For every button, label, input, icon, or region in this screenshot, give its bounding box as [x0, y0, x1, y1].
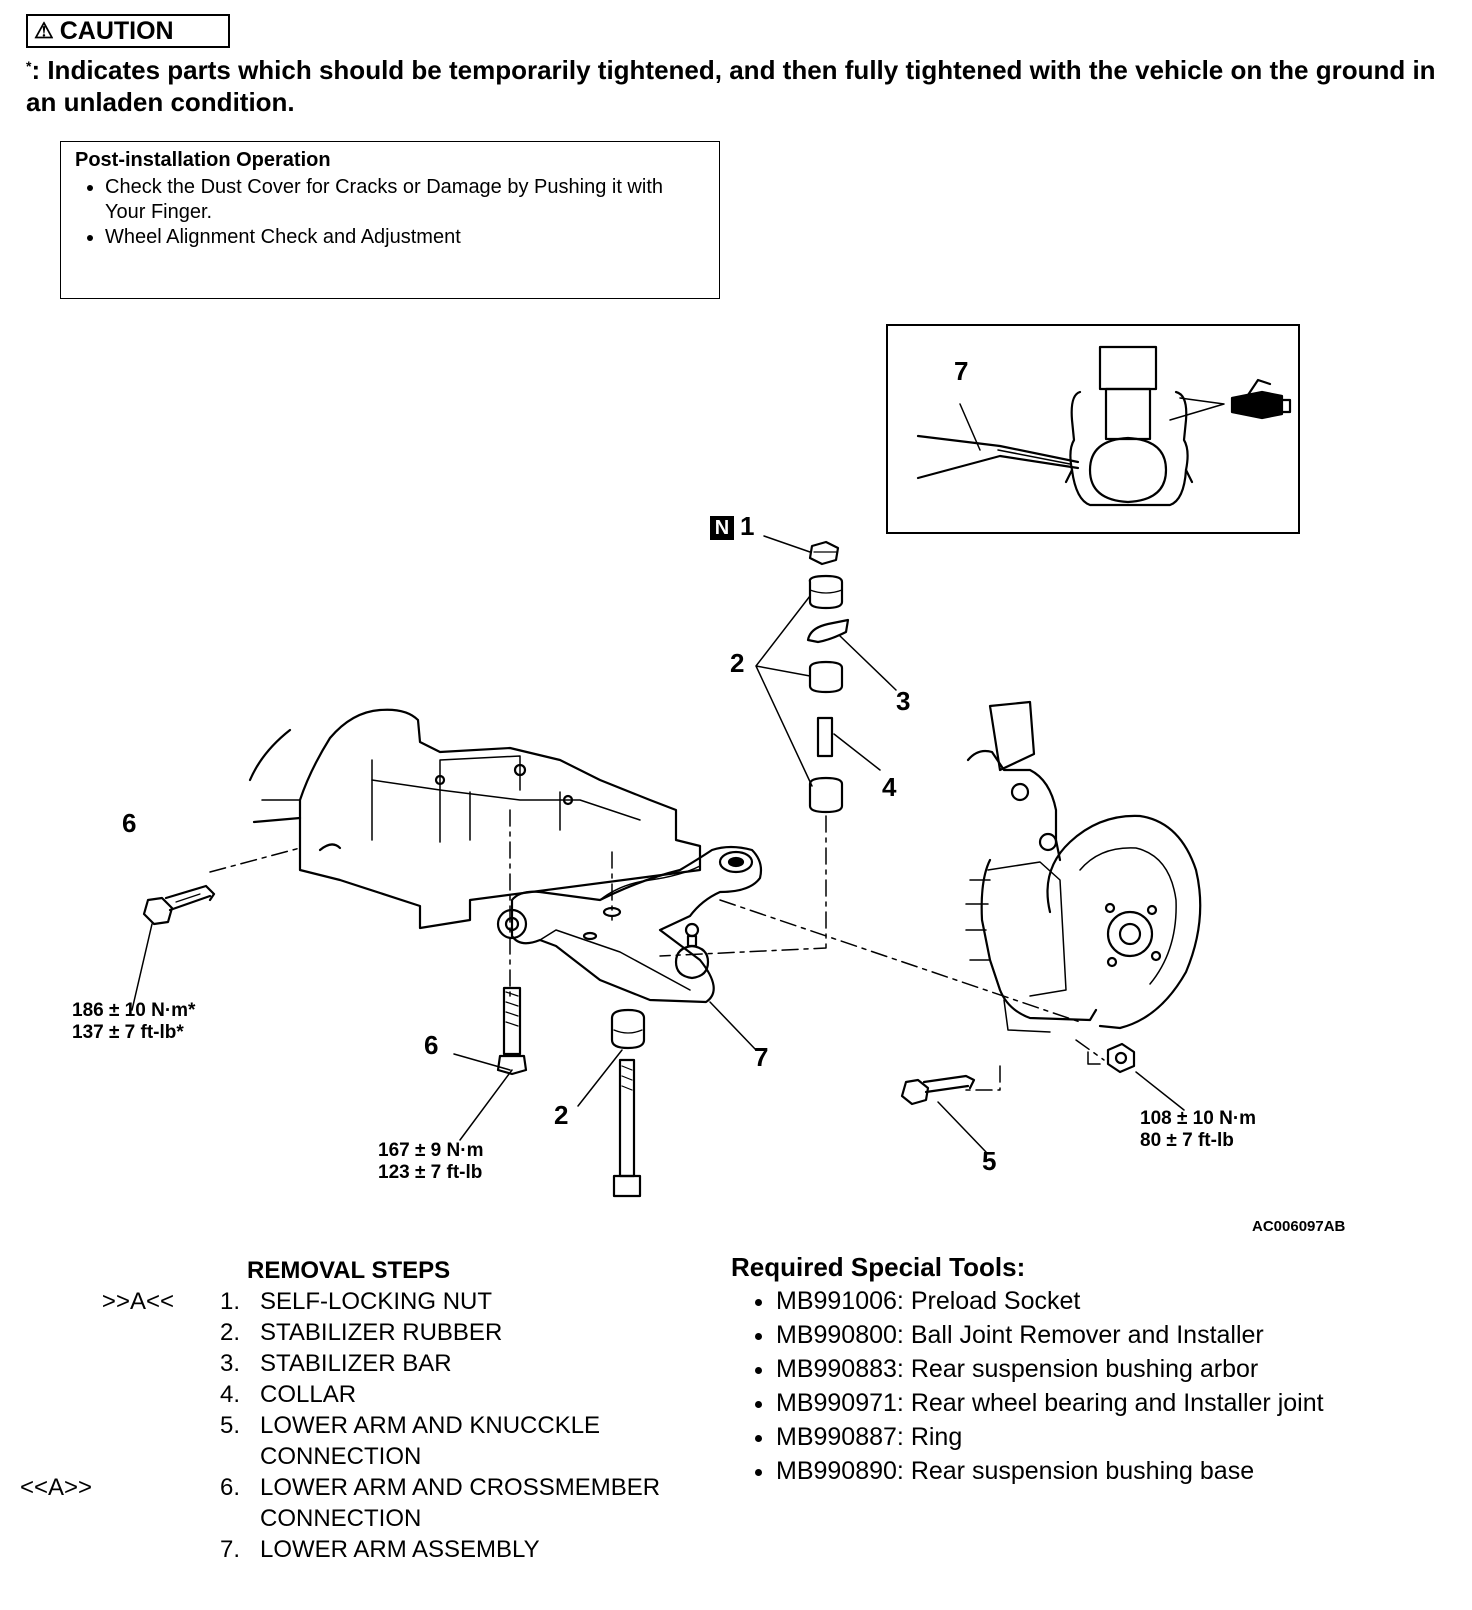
special-tools-list: MB991006: Preload Socket MB990800: Ball …: [731, 1284, 1324, 1488]
removal-step: 4. COLLAR: [20, 1379, 720, 1410]
removal-step: 3. STABILIZER BAR: [20, 1348, 720, 1379]
callout-6-left: 6: [122, 808, 137, 838]
alignment-lines: [209, 809, 1105, 1091]
callout-3: 3: [896, 686, 911, 716]
tool-item: MB990883: Rear suspension bushing arbor: [776, 1352, 1324, 1386]
step-number: 2.: [219, 1319, 240, 1346]
tool-item: MB990800: Ball Joint Remover and Install…: [776, 1318, 1324, 1352]
step-mark: <<A>>: [20, 1474, 93, 1501]
step-text: SELF-LOCKING NUT: [260, 1288, 493, 1315]
new-part-icon: N: [710, 516, 734, 540]
torque-value-nm: 167 ± 9 N·m: [378, 1140, 484, 1161]
callout-2-lower: 2: [554, 1100, 569, 1130]
torque-knuckle-nut: 108 ± 10 N·m 80 ± 7 ft-lb: [1140, 1108, 1256, 1152]
removal-step: 7. LOWER ARM ASSEMBLY: [20, 1534, 720, 1565]
removal-steps: REMOVAL STEPS >>A<< 1. SELF-LOCKING NUT …: [20, 1255, 720, 1565]
step-text: LOWER ARM AND CROSSMEMBER CONNECTION: [260, 1474, 661, 1532]
tool-item: MB990887: Ring: [776, 1420, 1324, 1454]
step-text: LOWER ARM AND KNUCCKLE CONNECTION: [260, 1412, 601, 1470]
figure-code: AC006097AB: [1252, 1218, 1346, 1235]
caution-asterisk: *: [26, 58, 32, 74]
step-mark: >>A<<: [101, 1288, 174, 1315]
step-mark: [20, 1379, 180, 1410]
step-mark: [20, 1348, 180, 1379]
torque-value-nm: 186 ± 10 N·m*: [72, 1000, 196, 1021]
special-tools: Required Special Tools: MB991006: Preloa…: [731, 1250, 1324, 1488]
torque-crossmember-bolt: 186 ± 10 N·m* 137 ± 7 ft-lb*: [72, 1000, 195, 1044]
removal-step: 2. STABILIZER RUBBER: [20, 1317, 720, 1348]
callout-6-lower: 6: [424, 1030, 439, 1060]
removal-step: <<A>> 6. LOWER ARM AND CROSSMEMBER CONNE…: [20, 1472, 720, 1534]
step-text: LOWER ARM ASSEMBLY: [260, 1536, 540, 1563]
callout-5: 5: [982, 1146, 997, 1176]
torque-value-nm: 108 ± 10 N·m: [1140, 1108, 1257, 1129]
caution-note: *: Indicates parts which should be tempo…: [26, 54, 1446, 118]
step-mark: [20, 1317, 180, 1348]
exploded-view-diagram: [131, 345, 1292, 1198]
callout-4: 4: [882, 772, 897, 802]
torque-value-ftlb: 123 ± 7 ft-lb: [378, 1162, 483, 1183]
callout-leaders: [131, 535, 1185, 1153]
inset-callout-7: 7: [954, 356, 969, 386]
step-number: 3.: [219, 1350, 240, 1377]
step-mark: [20, 1534, 180, 1565]
inset-ball-joint-drawing: [916, 345, 1292, 507]
fasteners-drawing: [142, 884, 1136, 1198]
step-number: 6.: [219, 1474, 240, 1501]
knuckle-brake-drawing: [965, 700, 1202, 1033]
tool-item: MB990971: Rear wheel bearing and Install…: [776, 1386, 1324, 1420]
caution-badge: ⚠ CAUTION: [26, 14, 230, 48]
tool-item: MB990890: Rear suspension bushing base: [776, 1454, 1324, 1488]
post-installation-item: Wheel Alignment Check and Adjustment: [105, 225, 705, 250]
stabilizer-link-parts: [806, 540, 850, 814]
removal-steps-title: REMOVAL STEPS: [247, 1257, 451, 1284]
removal-step: >>A<< 1. SELF-LOCKING NUT: [20, 1286, 720, 1317]
callout-1: 1: [740, 511, 755, 541]
post-installation-item: Check the Dust Cover for Cracks or Damag…: [105, 175, 705, 225]
step-number: 5.: [219, 1412, 240, 1439]
torque-value-ftlb: 80 ± 7 ft-lb: [1140, 1130, 1234, 1151]
ball-joint-inset: [886, 324, 1300, 534]
post-installation-list: Check the Dust Cover for Cracks or Damag…: [75, 175, 705, 250]
step-text: COLLAR: [260, 1381, 357, 1408]
callout-2-upper: 2: [730, 648, 745, 678]
step-number: 4.: [219, 1381, 240, 1408]
tool-item: MB991006: Preload Socket: [776, 1284, 1324, 1318]
step-number: 7.: [219, 1536, 240, 1563]
step-mark: [20, 1410, 180, 1472]
removal-step: 5. LOWER ARM AND KNUCCKLE CONNECTION: [20, 1410, 720, 1472]
step-text: STABILIZER BAR: [260, 1350, 452, 1377]
torque-lower-arm-bolt: 167 ± 9 N·m 123 ± 7 ft-lb: [378, 1140, 483, 1184]
post-installation-title: Post-installation Operation: [75, 149, 331, 171]
crossmember-drawing: [248, 708, 702, 930]
torque-value-ftlb: 137 ± 7 ft-lb*: [72, 1022, 184, 1043]
lower-arm-drawing: [496, 845, 763, 1004]
step-text: STABILIZER RUBBER: [260, 1319, 503, 1346]
step-number: 1.: [219, 1288, 240, 1315]
caution-text: : Indicates parts which should be tempor…: [26, 55, 1436, 117]
special-tools-title: Required Special Tools:: [731, 1252, 1026, 1282]
caution-label: CAUTION: [59, 16, 174, 45]
post-installation-box: Post-installation Operation Check the Du…: [60, 141, 720, 299]
callout-7: 7: [754, 1042, 769, 1072]
warning-triangle-icon: ⚠: [34, 18, 54, 43]
